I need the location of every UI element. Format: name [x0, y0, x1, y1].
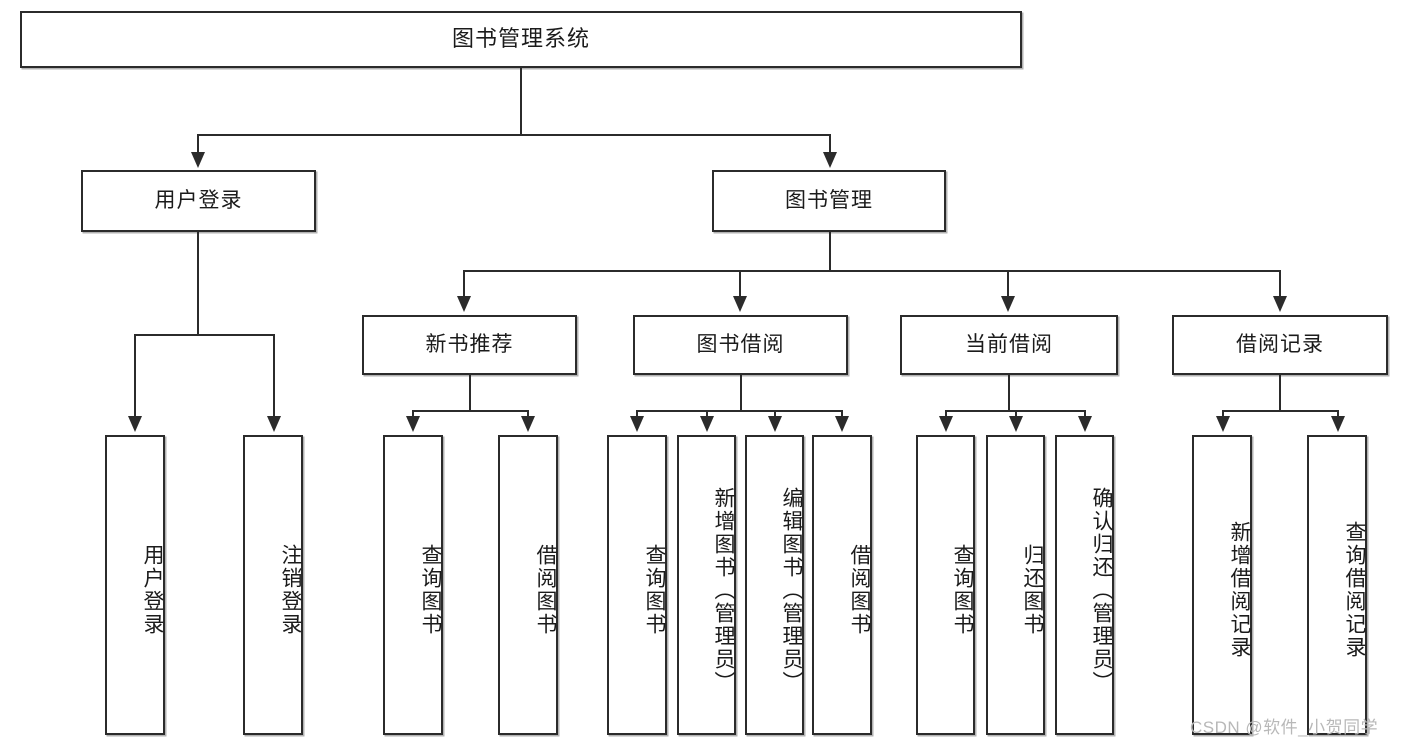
arrow-user-login-leaf-1: [128, 416, 142, 432]
arrow-br-leaf-2: [1331, 416, 1345, 432]
leaf-user-login-login[interactable]: 用户登录: [105, 435, 165, 735]
arrow-root-to-user-login: [191, 152, 205, 168]
node-new-book-recommend[interactable]: 新书推荐: [362, 315, 577, 375]
arrow-cb-leaf-2: [1009, 416, 1023, 432]
connector-bb-drop-3: [774, 410, 776, 419]
arrow-bm-to-borrow-record: [1273, 296, 1287, 312]
arrow-br-leaf-1: [1216, 416, 1230, 432]
leaf-book-borrow-borrow[interactable]: 借阅图书: [812, 435, 872, 735]
connector-bb-drop-2: [706, 410, 708, 419]
connector-borrow-record-stem: [1279, 375, 1281, 411]
node-book-borrow[interactable]: 图书借阅: [633, 315, 848, 375]
connector-user-login-drop-2: [273, 334, 275, 418]
connector-br-drop-2: [1337, 410, 1339, 419]
connector-root-stem: [520, 68, 522, 135]
node-book-management[interactable]: 图书管理: [712, 170, 946, 232]
connector-borrow-record-bar: [1222, 410, 1338, 412]
connector-bm-drop-2: [739, 270, 741, 298]
leaf-current-borrow-confirm-admin[interactable]: 确认归还（管理员）: [1055, 435, 1114, 735]
connector-cb-drop-3: [1084, 410, 1086, 419]
arrow-bm-to-book-borrow: [733, 296, 747, 312]
connector-user-login-bar: [134, 334, 275, 336]
arrow-root-to-book-management: [823, 152, 837, 168]
connector-root-bar: [197, 134, 830, 136]
connector-book-management-bar: [463, 270, 1279, 272]
connector-bm-drop-3: [1007, 270, 1009, 298]
connector-bb-drop-1: [636, 410, 638, 419]
connector-br-drop-1: [1222, 410, 1224, 419]
connector-user-login-drop-1: [134, 334, 136, 418]
connector-new-book-drop-1: [412, 410, 414, 419]
arrow-bm-to-new-book: [457, 296, 471, 312]
connector-cb-drop-1: [945, 410, 947, 419]
connector-current-borrow-stem: [1008, 375, 1010, 411]
node-current-borrow[interactable]: 当前借阅: [900, 315, 1118, 375]
leaf-book-borrow-query[interactable]: 查询图书: [607, 435, 667, 735]
arrow-cb-leaf-3: [1078, 416, 1092, 432]
connector-cb-drop-2: [1015, 410, 1017, 419]
arrow-new-book-leaf-1: [406, 416, 420, 432]
arrow-user-login-leaf-2: [267, 416, 281, 432]
connector-bm-drop-1: [463, 270, 465, 298]
connector-bm-drop-4: [1279, 270, 1281, 298]
leaf-borrow-record-query[interactable]: 查询借阅记录: [1307, 435, 1367, 735]
leaf-current-borrow-return[interactable]: 归还图书: [986, 435, 1045, 735]
connector-root-to-book-management: [829, 134, 831, 156]
arrow-bb-leaf-1: [630, 416, 644, 432]
connector-new-book-stem: [469, 375, 471, 411]
arrow-bb-leaf-3: [768, 416, 782, 432]
arrow-new-book-leaf-2: [521, 416, 535, 432]
leaf-borrow-record-add[interactable]: 新增借阅记录: [1192, 435, 1252, 735]
leaf-user-login-logout[interactable]: 注销登录: [243, 435, 303, 735]
connector-book-borrow-bar: [636, 410, 842, 412]
connector-book-management-stem: [829, 232, 831, 271]
leaf-new-book-borrow[interactable]: 借阅图书: [498, 435, 558, 735]
node-root-book-management-system[interactable]: 图书管理系统: [20, 11, 1022, 68]
node-user-login[interactable]: 用户登录: [81, 170, 316, 232]
arrow-bm-to-current-borrow: [1001, 296, 1015, 312]
arrow-bb-leaf-4: [835, 416, 849, 432]
leaf-book-borrow-edit-admin[interactable]: 编辑图书（管理员）: [745, 435, 804, 735]
connector-new-book-drop-2: [527, 410, 529, 419]
connector-bb-drop-4: [841, 410, 843, 419]
leaf-current-borrow-query[interactable]: 查询图书: [916, 435, 975, 735]
leaf-book-borrow-add-admin[interactable]: 新增图书（管理员）: [677, 435, 736, 735]
connector-new-book-bar: [412, 410, 529, 412]
node-borrow-record[interactable]: 借阅记录: [1172, 315, 1388, 375]
arrow-cb-leaf-1: [939, 416, 953, 432]
connector-root-to-user-login: [197, 134, 199, 156]
connector-book-borrow-stem: [740, 375, 742, 411]
connector-user-login-stem: [197, 232, 199, 335]
arrow-bb-leaf-2: [700, 416, 714, 432]
leaf-new-book-query[interactable]: 查询图书: [383, 435, 443, 735]
